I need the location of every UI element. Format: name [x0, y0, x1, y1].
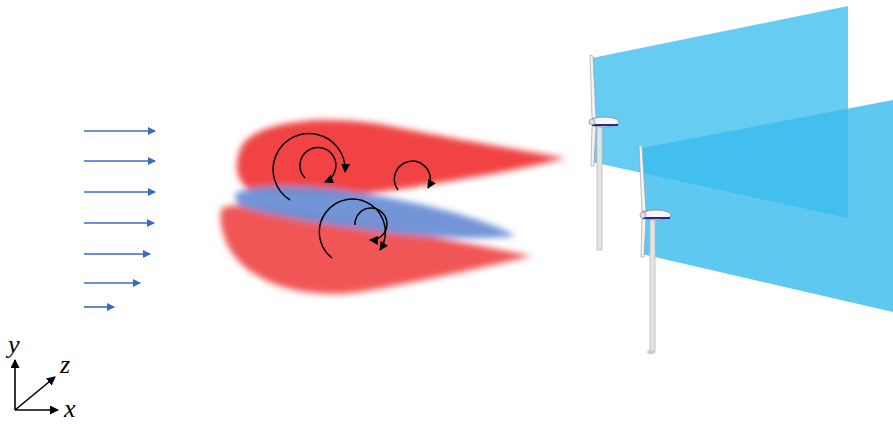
wind-turbine — [639, 145, 671, 354]
flow-structures — [220, 120, 566, 294]
vortex-arrows — [273, 133, 430, 258]
inflow-arrows — [84, 131, 155, 307]
axis-label: y — [8, 332, 20, 358]
axis-label: x — [64, 396, 76, 422]
wind-turbine — [589, 55, 619, 250]
wake-planes — [592, 6, 893, 312]
coordinate-axes — [15, 360, 58, 410]
axis-label: z — [60, 352, 70, 378]
